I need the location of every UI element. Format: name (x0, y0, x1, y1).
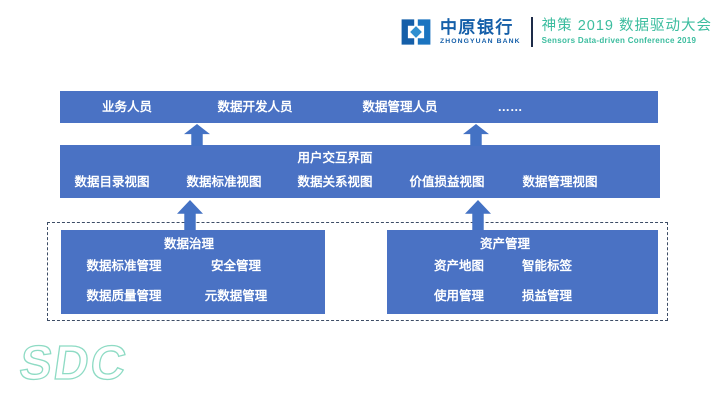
sdc-watermark: SDC (16, 336, 132, 390)
ui-view-relation: 数据关系视图 (297, 175, 373, 189)
assets-item-profit: 损益管理 (521, 289, 573, 303)
assets-title: 资产管理 (479, 237, 531, 251)
users-item-business: 业务人员 (101, 99, 153, 114)
bank-name-block: 中原银行 ZHONGYUAN BANK (440, 19, 521, 45)
governance-title: 数据治理 (163, 237, 215, 251)
ui-view-standard: 数据标准视图 (186, 175, 262, 189)
zhongyuan-bank-logo-icon (401, 19, 431, 45)
users-item-manager: 数据管理人员 (362, 99, 438, 114)
assets-item-tag: 智能标签 (521, 259, 573, 273)
bank-name-en: ZHONGYUAN BANK (439, 37, 521, 45)
ui-view-value: 价值损益视图 (409, 175, 485, 189)
conference-title-block: 神策 2019 数据驱动大会 Sensors Data-driven Confe… (541, 17, 712, 46)
assets-box: 资产管理 资产地图 智能标签 使用管理 损益管理 (387, 230, 658, 314)
up-arrow-icon (184, 124, 210, 146)
governance-item-standard: 数据标准管理 (86, 259, 162, 273)
governance-item-security: 安全管理 (210, 259, 262, 273)
governance-item-metadata: 元数据管理 (204, 289, 268, 303)
assets-item-usage: 使用管理 (433, 289, 485, 303)
header-brand: 中原银行 ZHONGYUAN BANK 神策 2019 数据驱动大会 Senso… (398, 14, 712, 50)
ui-layer-title: 用户交互界面 (297, 151, 373, 165)
governance-item-quality: 数据质量管理 (86, 289, 162, 303)
ui-view-catalog: 数据目录视图 (74, 175, 150, 189)
bank-name-cn: 中原银行 (439, 18, 514, 38)
brand-divider (530, 17, 533, 47)
governance-box: 数据治理 数据标准管理 安全管理 数据质量管理 元数据管理 (61, 230, 325, 314)
assets-item-map: 资产地图 (433, 259, 485, 273)
up-arrow-icon (463, 124, 489, 146)
users-item-developer: 数据开发人员 (217, 99, 293, 114)
ui-layer-box: 用户交互界面 数据目录视图 数据标准视图 数据关系视图 价值损益视图 数据管理视… (60, 145, 660, 198)
users-layer-box: 业务人员 数据开发人员 数据管理人员 …… (60, 91, 658, 123)
ui-view-management: 数据管理视图 (522, 175, 598, 189)
conference-title-cn: 神策 2019 数据驱动大会 (541, 17, 712, 34)
users-item-ellipsis: …… (497, 99, 523, 114)
platform-group-border (47, 222, 668, 321)
conference-title-en: Sensors Data-driven Conference 2019 (541, 36, 697, 46)
